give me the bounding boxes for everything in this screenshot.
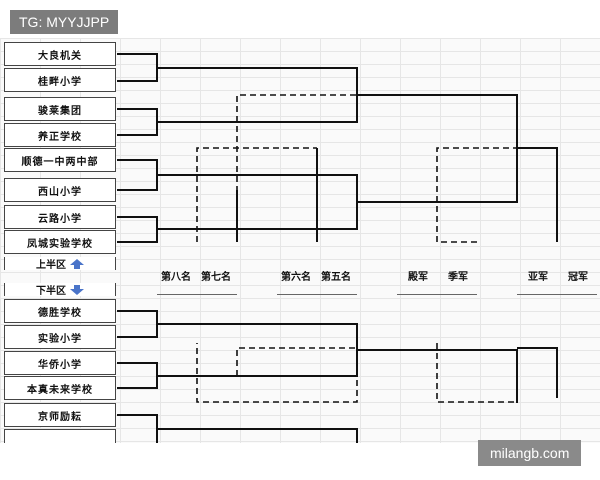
- place-underline: [517, 294, 597, 295]
- place-1st: 冠军: [568, 272, 588, 283]
- team-cell: 本真未来学校: [4, 376, 116, 400]
- team-cell: 桂畔小学: [4, 68, 116, 92]
- place-4th: 殿军: [408, 272, 428, 283]
- arrow-down-icon: [70, 284, 84, 295]
- lower-half-text: 下半区: [36, 286, 66, 297]
- team-cell: 凤城实验学校: [4, 230, 116, 254]
- watermark-site: milangb.com: [478, 440, 582, 466]
- place-3rd: 季军: [448, 272, 468, 283]
- upper-half-text: 上半区: [36, 260, 66, 271]
- place-5th: 第五名: [321, 272, 351, 283]
- bracket-lines: [117, 53, 558, 443]
- place-6th: 第六名: [281, 272, 311, 283]
- team-cell: [4, 429, 116, 443]
- place-2nd: 亚军: [528, 272, 548, 283]
- bracket-sheet: 大良机关 桂畔小学 骏莱集团 养正学校 顺德一中两中部 西山小学 云路小学 凤城…: [0, 38, 600, 443]
- arrow-up-icon: [70, 258, 84, 269]
- place-7th: 第七名: [201, 272, 231, 283]
- team-cell: 实验小学: [4, 325, 116, 349]
- dashed-connectors: [196, 94, 517, 403]
- team-cell: 京师励耘: [4, 403, 116, 427]
- place-underline: [157, 294, 237, 295]
- team-cell: 云路小学: [4, 205, 116, 229]
- place-underline: [277, 294, 357, 295]
- watermark-tag: TG: MYYJJPP: [10, 10, 119, 34]
- team-cell: 德胜学校: [4, 299, 116, 323]
- team-cell: 养正学校: [4, 123, 116, 147]
- team-cell: 大良机关: [4, 42, 116, 66]
- team-cell: 顺德一中两中部: [4, 148, 116, 172]
- team-cell: 华侨小学: [4, 351, 116, 375]
- upper-half-label: 上半区: [4, 257, 116, 271]
- place-underline: [397, 294, 477, 295]
- place-8th: 第八名: [161, 272, 191, 283]
- team-cell: 骏莱集团: [4, 97, 116, 121]
- team-cell: 西山小学: [4, 178, 116, 202]
- lower-half-label: 下半区: [4, 283, 116, 297]
- solid-connectors: [117, 53, 558, 443]
